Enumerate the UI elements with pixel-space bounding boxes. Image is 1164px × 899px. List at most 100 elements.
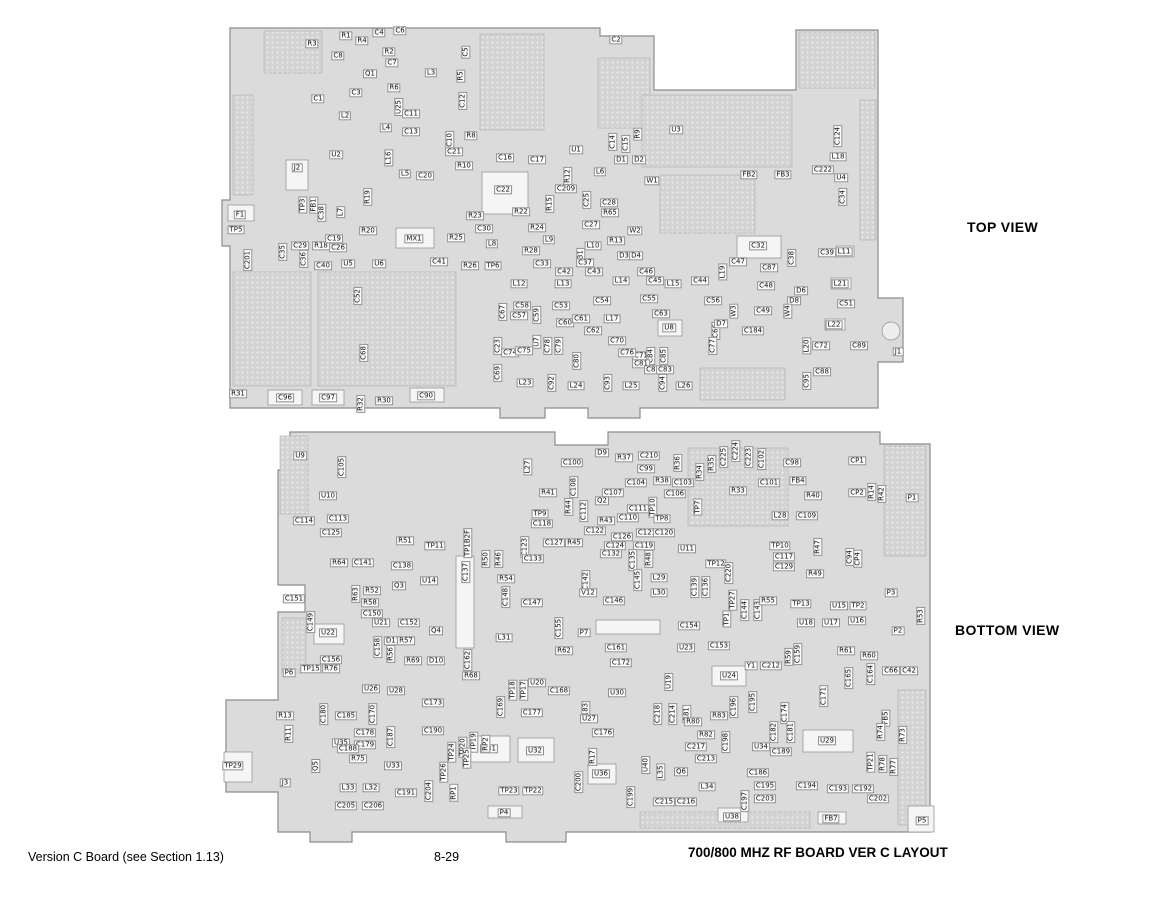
bottom-component-label-c224: C224	[731, 439, 741, 463]
bottom-component-label-c190: C190	[421, 726, 445, 736]
top-component-label-r8: R8	[464, 131, 478, 141]
top-component-label-u1: U1	[569, 145, 583, 155]
top-component-label-l23: L23	[516, 378, 534, 388]
bottom-component-label-r80: R80	[684, 717, 702, 727]
top-component-label-c43: C43	[585, 267, 603, 277]
top-component-label-c16: C16	[496, 153, 514, 163]
bottom-component-label-r69: R69	[404, 656, 422, 666]
bottom-component-label-c135: C135	[628, 548, 638, 572]
top-component-label-c11: C11	[402, 109, 420, 119]
top-component-label-fb2: FB2	[740, 170, 758, 180]
bottom-component-label-l30: L30	[650, 588, 668, 598]
bottom-component-label-c223: C223	[744, 445, 754, 469]
bottom-component-label-tp9: TP9	[531, 509, 549, 519]
bottom-component-label-r62: R62	[555, 646, 573, 656]
bottom-component-label-c188: C188	[336, 744, 360, 754]
bottom-component-label-r43: R43	[597, 516, 615, 526]
bottom-component-label-u33: U33	[383, 761, 403, 771]
bottom-component-label-c149: C149	[306, 610, 316, 634]
top-component-label-c37: C37	[576, 258, 594, 268]
bottom-component-label-c148: C148	[501, 585, 511, 609]
top-component-label-r23: R23	[466, 211, 484, 221]
bottom-component-label-c202: C202	[866, 794, 890, 804]
top-component-label-c81: C81	[632, 359, 650, 369]
bottom-component-label-c206: C206	[361, 801, 385, 811]
top-component-label-r6: R6	[387, 83, 401, 93]
bottom-component-label-c176: C176	[591, 728, 615, 738]
top-component-label-f1: F1	[233, 210, 247, 220]
bottom-component-label-c178: C178	[353, 728, 377, 738]
bottom-component-label-c195: C195	[753, 781, 777, 791]
top-component-label-c51: C51	[837, 299, 855, 309]
bottom-component-label-c150: C150	[360, 609, 384, 619]
bottom-component-label-c113: C113	[326, 514, 350, 524]
bottom-component-label-c110: C110	[616, 513, 640, 523]
bottom-component-label-c213: C213	[694, 754, 718, 764]
top-component-label-c56: C56	[704, 296, 722, 306]
top-component-label-r3: R3	[305, 39, 319, 49]
bottom-component-label-rp2: RP2	[481, 735, 491, 753]
bottom-component-label-c205: C205	[334, 801, 358, 811]
bottom-component-label-l32: L32	[362, 783, 380, 793]
bottom-component-label-r11: R11	[284, 725, 294, 743]
bottom-component-label-r45: R45	[565, 538, 583, 548]
top-component-label-c40: C40	[314, 261, 332, 271]
bottom-component-label-q3: Q3	[392, 581, 406, 591]
bottom-component-label-c108: C108	[569, 475, 579, 499]
bottom-component-label-r52: R52	[363, 586, 381, 596]
top-component-label-d4: D4	[629, 251, 643, 261]
bottom-component-label-c100: C100	[560, 458, 584, 468]
top-component-label-r2: R2	[382, 47, 396, 57]
bottom-component-label-c112: C112	[579, 499, 589, 523]
bottom-component-label-r83: R83	[710, 711, 728, 721]
top-component-label-c222: C222	[811, 165, 835, 175]
bottom-component-label-p7: P7	[577, 628, 591, 638]
top-component-label-d2: D2	[632, 155, 646, 165]
bottom-component-label-u16: U16	[847, 616, 867, 626]
bottom-component-label-r41: R41	[539, 488, 557, 498]
bottom-component-label-c102: C102	[757, 447, 767, 471]
bottom-component-label-u10: U10	[318, 491, 338, 501]
bottom-component-label-c137: C137	[461, 560, 471, 584]
top-board-via-fields	[232, 30, 877, 401]
bottom-component-label-c215: C215	[652, 797, 676, 807]
bottom-component-label-u34: U34	[751, 742, 771, 752]
bottom-component-label-tp27: TP27	[728, 589, 738, 611]
bottom-component-label-tp22: TP22	[522, 786, 544, 796]
bottom-component-label-c132: C132	[599, 549, 623, 559]
top-component-label-c87: C87	[760, 263, 778, 273]
bottom-component-label-u26: U26	[361, 684, 381, 694]
bottom-component-label-q2: Q2	[595, 496, 609, 506]
bottom-component-label-tp26: TP26	[439, 761, 449, 783]
bottom-component-label-c144: C144	[740, 598, 750, 622]
top-component-label-r28: R28	[522, 246, 540, 256]
bottom-component-label-fb7: FB7	[822, 814, 840, 824]
bottom-component-label-c225: C225	[719, 445, 729, 469]
top-component-label-r24: R24	[528, 223, 546, 233]
bottom-component-label-c127: C127	[542, 538, 566, 548]
bottom-component-label-r61: R61	[837, 646, 855, 656]
top-component-label-c90: C90	[417, 391, 435, 401]
top-component-label-r1: R1	[339, 31, 353, 41]
top-component-label-c29: C29	[291, 241, 309, 251]
bottom-component-label-c214: C214	[668, 702, 678, 726]
top-board	[221, 27, 904, 419]
top-component-label-c96: C96	[276, 393, 294, 403]
top-component-label-r20: R20	[359, 226, 377, 236]
bottom-component-label-c103: C103	[671, 478, 695, 488]
bottom-component-label-tp10: TP10	[769, 541, 791, 551]
bottom-component-label-c126: C126	[610, 532, 634, 542]
bottom-component-label-c172: C172	[609, 658, 633, 668]
bottom-view-caption: BOTTOM VIEW	[955, 622, 1060, 638]
bottom-component-label-l28: L28	[771, 511, 789, 521]
top-component-label-l17: L17	[603, 314, 621, 324]
bottom-component-label-v12: V12	[579, 588, 597, 598]
bottom-component-label-u17: U17	[821, 618, 841, 628]
bottom-component-label-r33: R33	[729, 486, 747, 496]
footer-page-number: 8-29	[434, 850, 460, 864]
top-component-label-l2: L2	[338, 111, 352, 121]
top-component-label-c184: C184	[741, 326, 765, 336]
top-component-label-r22: R22	[512, 207, 530, 217]
bottom-component-label-u11: U11	[677, 544, 697, 554]
